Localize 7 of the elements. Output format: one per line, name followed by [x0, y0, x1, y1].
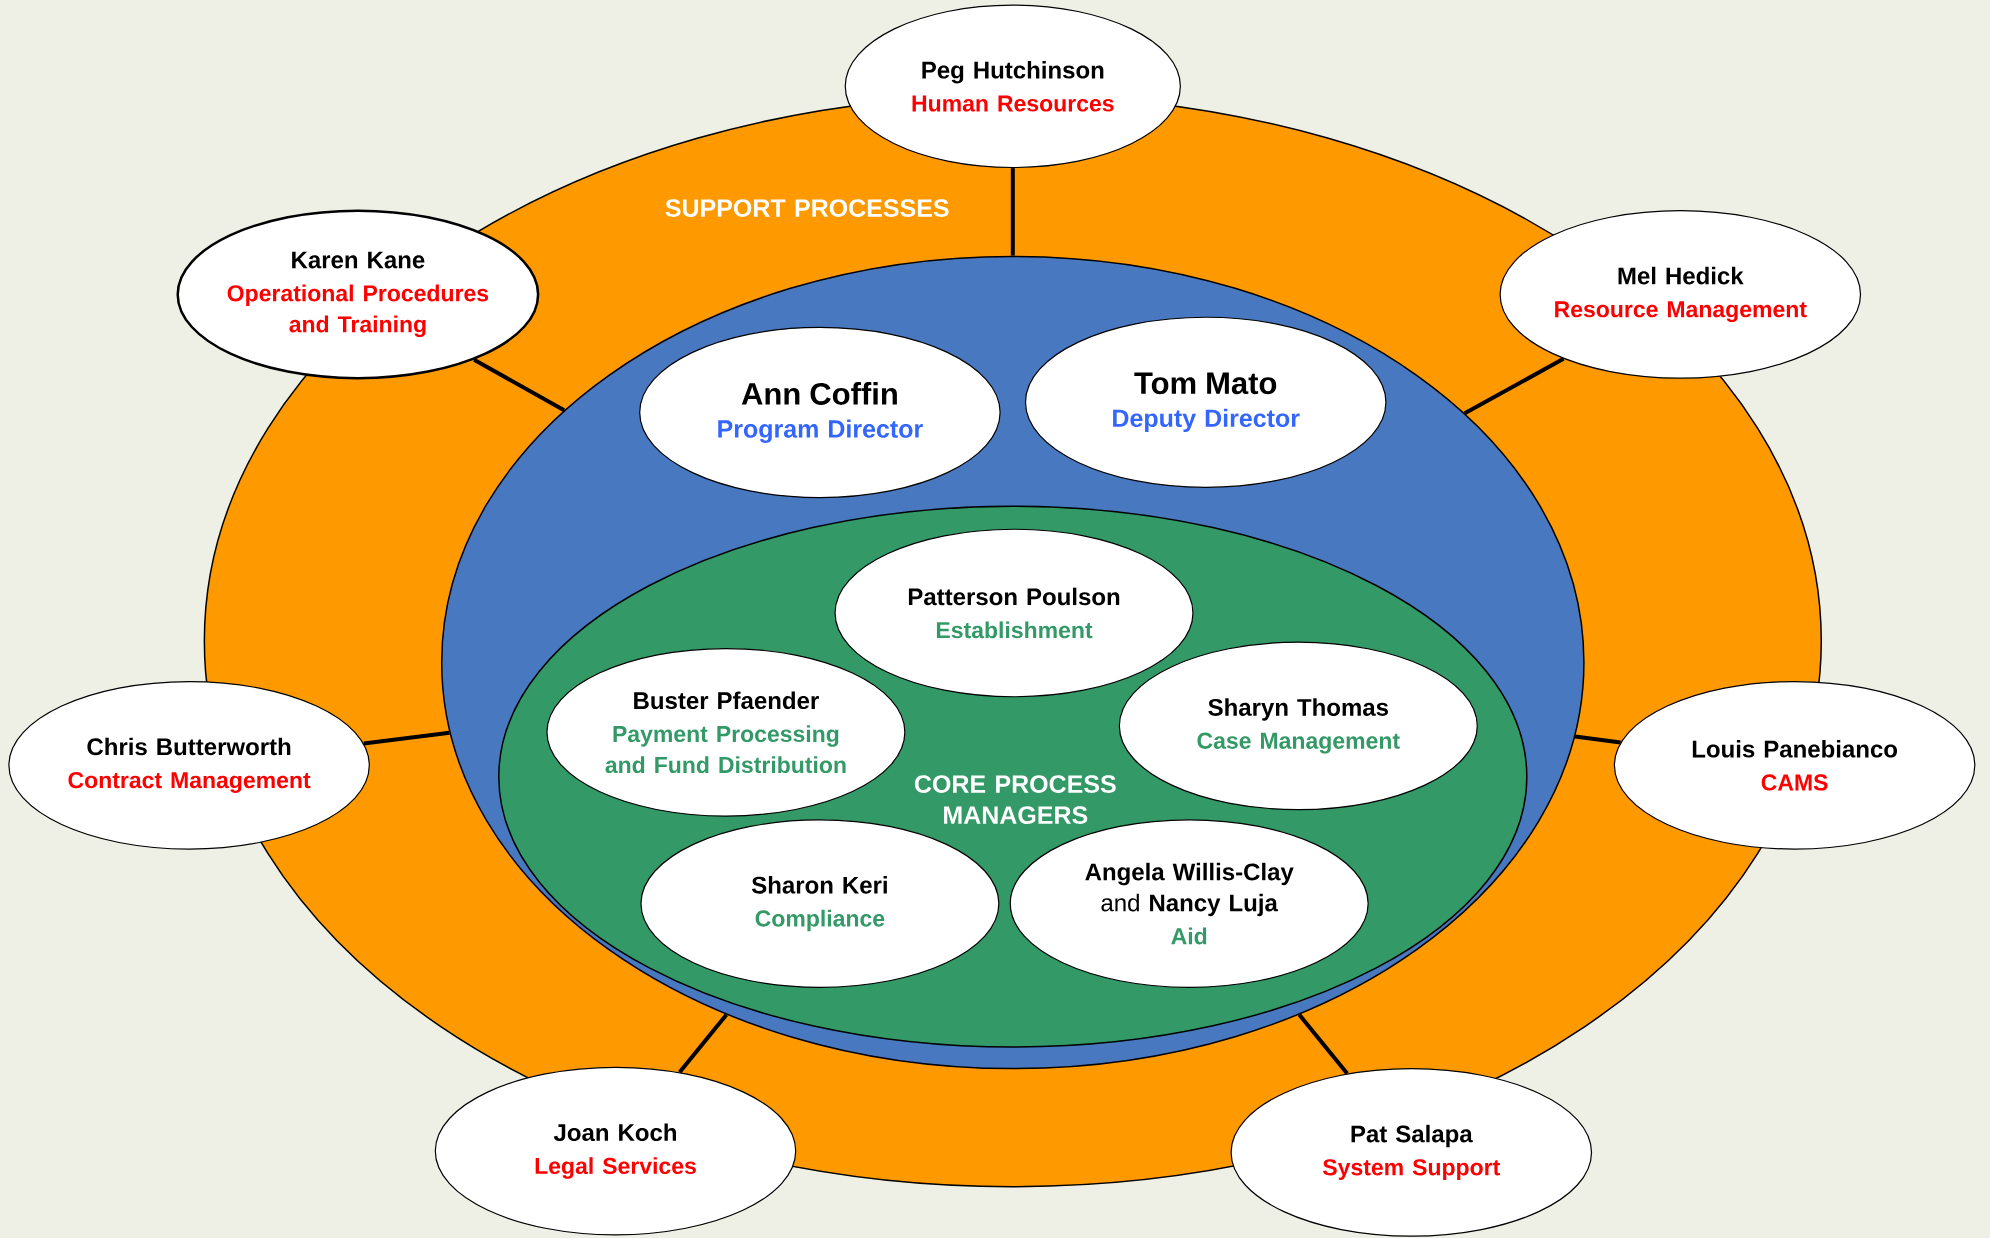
- connector-line: [1010, 168, 1015, 256]
- connector-line: [363, 730, 450, 746]
- connector-line: [678, 1013, 728, 1074]
- connector-line: [1297, 1013, 1349, 1075]
- connector-line: [1463, 357, 1565, 415]
- connector-line: [1574, 734, 1621, 745]
- connector-line: [473, 357, 566, 413]
